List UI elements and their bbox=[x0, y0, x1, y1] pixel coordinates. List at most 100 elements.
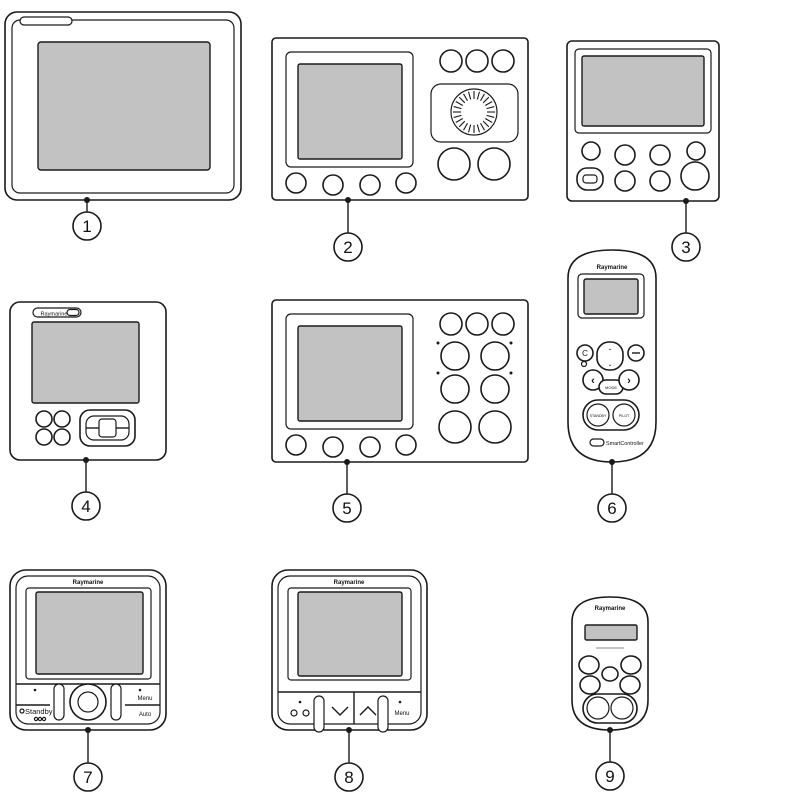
dial-tick bbox=[482, 120, 490, 128]
unit-2-screen bbox=[297, 63, 403, 160]
unit-7-standby-label: Standby bbox=[25, 707, 53, 716]
unit-5-key bbox=[440, 341, 470, 371]
callout-7: 7 bbox=[73, 727, 103, 792]
dial-tick bbox=[476, 91, 480, 100]
unit-8-brand-text: Raymarine bbox=[334, 580, 365, 586]
unit-7-left-rocker bbox=[53, 683, 65, 721]
callout-6: 6 bbox=[597, 459, 627, 523]
dial-tick bbox=[463, 122, 468, 131]
unit-5-key bbox=[480, 341, 510, 371]
unit-4-key bbox=[53, 428, 71, 446]
unit-4-key bbox=[35, 410, 53, 428]
dial-tick bbox=[468, 124, 472, 133]
unit-9-key bbox=[578, 655, 600, 675]
unit-9-screen bbox=[584, 624, 638, 641]
unit-7-power-icon bbox=[19, 708, 25, 714]
callout-4: 4 bbox=[71, 457, 101, 521]
unit-7-rotary-knob-inner bbox=[77, 691, 99, 713]
unit-6-pilot-key bbox=[612, 403, 636, 427]
unit-6-c-key-label: C bbox=[582, 349, 588, 358]
dial-tick bbox=[486, 106, 495, 110]
callout-5: 5 bbox=[332, 459, 362, 523]
callout-number: 9 bbox=[605, 767, 614, 786]
unit-6-standby-key-label: STANDBY bbox=[590, 414, 607, 418]
unit-5-key bbox=[395, 434, 417, 456]
unit-4-logo-badge bbox=[66, 308, 80, 317]
unit-2-key bbox=[395, 172, 417, 194]
unit-4-key bbox=[53, 410, 71, 428]
unit-8-up-arrow-icon bbox=[359, 706, 377, 716]
unit-7-auto-label: Auto bbox=[139, 712, 152, 718]
unit-5-led bbox=[436, 341, 440, 345]
callout-8: 8 bbox=[334, 727, 364, 792]
controller-3 bbox=[566, 40, 720, 202]
unit-5-key bbox=[359, 436, 381, 458]
controller-6: Raymarine C ⌃ ⌄ ‹ MODE › STANDBY PILOT S… bbox=[567, 249, 657, 463]
controller-8: Raymarine Menu bbox=[271, 569, 428, 733]
unit-7-led bbox=[33, 688, 37, 692]
unit-3-screen bbox=[581, 55, 705, 127]
unit-9-key bbox=[586, 696, 610, 720]
unit-7-led bbox=[138, 688, 142, 692]
unit-9-key bbox=[619, 675, 641, 695]
callout-circle bbox=[597, 493, 627, 523]
unit-2-key bbox=[465, 49, 489, 73]
unit-9-centre-key bbox=[601, 666, 619, 682]
callout-number: 3 bbox=[681, 238, 690, 257]
dial-tick bbox=[458, 96, 466, 104]
callouts: 1 2 3 4 5 6 bbox=[71, 197, 701, 792]
callout-number: 4 bbox=[81, 497, 90, 516]
unit-2-key bbox=[285, 172, 307, 194]
callout-circle bbox=[671, 232, 701, 262]
unit-6-screen bbox=[583, 278, 639, 315]
callout-number: 6 bbox=[607, 499, 616, 518]
unit-8-screen bbox=[297, 591, 403, 677]
dial-tick bbox=[480, 122, 485, 131]
dial-tick bbox=[455, 101, 464, 106]
callout-circle bbox=[334, 762, 364, 792]
unit-6-smartcontroller-text: SmartController bbox=[606, 441, 644, 447]
unit-5-key bbox=[465, 312, 489, 336]
dial-tick bbox=[484, 101, 493, 106]
unit-5-led bbox=[436, 371, 440, 375]
unit-9-brand-text: Raymarine bbox=[595, 606, 626, 612]
unit-5-key bbox=[478, 410, 512, 444]
unit-7-indicator bbox=[37, 716, 43, 722]
unit-7-menu-label: Menu bbox=[137, 696, 152, 702]
unit-8-right-rocker bbox=[377, 695, 389, 733]
dial-tick bbox=[484, 118, 493, 123]
unit-5-key bbox=[285, 434, 307, 456]
unit-8-left-rocker bbox=[313, 695, 325, 733]
unit-1-logo-plate bbox=[19, 16, 73, 26]
unit-5-key bbox=[438, 410, 472, 444]
dial-tick bbox=[463, 93, 468, 102]
unit-8-led bbox=[398, 700, 402, 704]
unit-6-right-chevron-icon: › bbox=[627, 375, 631, 387]
unit-8-power-icon bbox=[290, 709, 298, 717]
dial-tick bbox=[468, 91, 472, 100]
unit-3-key bbox=[581, 141, 601, 161]
controller-4: Raymarine bbox=[9, 301, 167, 461]
unit-8-menu-label: Menu bbox=[394, 711, 409, 717]
unit-6-updown-key bbox=[596, 341, 624, 371]
unit-5-key bbox=[440, 374, 470, 404]
callout-3: 3 bbox=[671, 198, 701, 262]
callout-9: 9 bbox=[595, 727, 625, 791]
unit-6-c-key bbox=[576, 344, 594, 362]
unit-3-key bbox=[614, 144, 636, 166]
dial-tick bbox=[458, 120, 466, 128]
unit-2-key bbox=[477, 147, 511, 181]
unit-6-logo-badge bbox=[589, 438, 605, 447]
unit-2-dial-ticks bbox=[453, 91, 495, 133]
unit-5-led bbox=[509, 341, 513, 345]
unit-7-screen bbox=[35, 591, 144, 675]
callout-circle bbox=[332, 493, 362, 523]
unit-6-up-mark: ⌃ bbox=[607, 348, 612, 355]
unit-9-key bbox=[610, 696, 634, 720]
unit-8-down-arrow-icon bbox=[331, 706, 349, 716]
dial-tick bbox=[486, 114, 495, 118]
unit-6-light-icon bbox=[580, 360, 588, 368]
controller-5 bbox=[271, 299, 529, 463]
unit-3-key bbox=[649, 170, 671, 192]
